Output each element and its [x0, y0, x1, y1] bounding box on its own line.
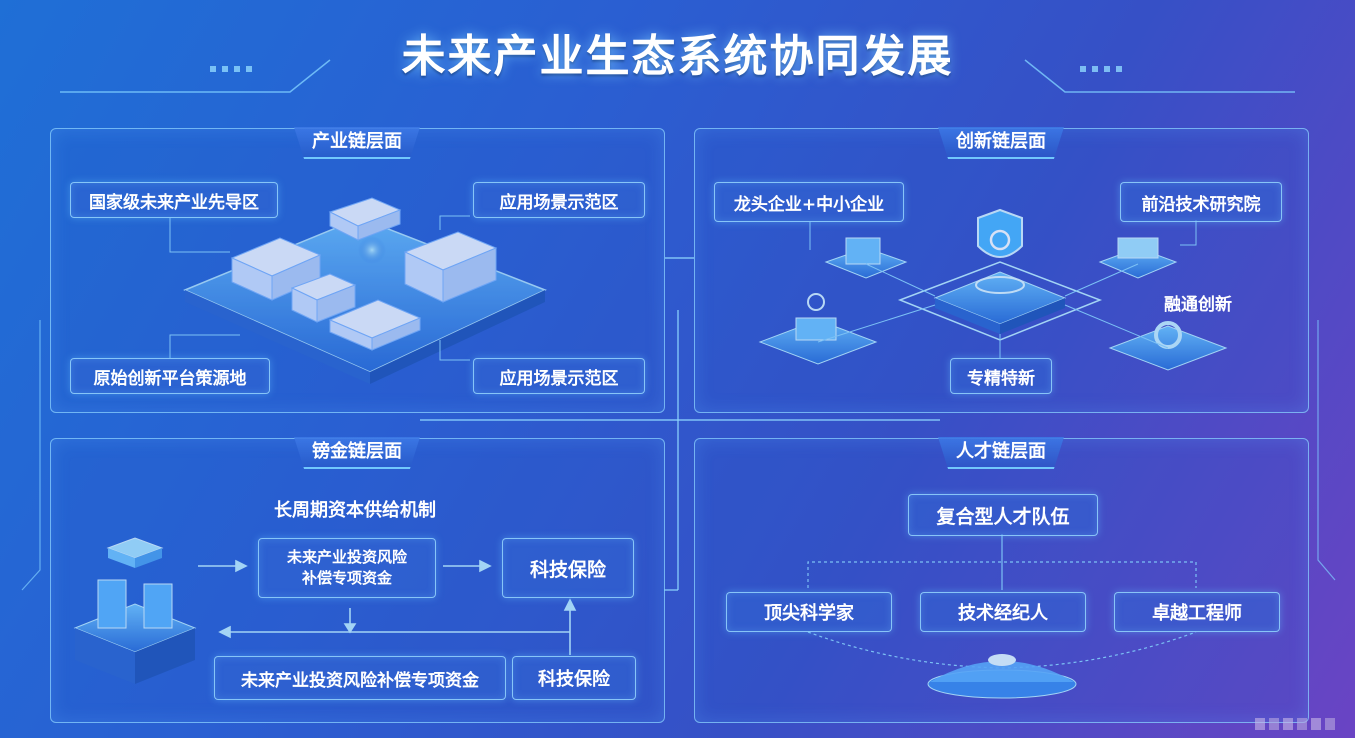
capital-stack-illustration [73, 537, 197, 684]
talent-item-tech-brokers: 技术经纪人 [920, 592, 1086, 632]
panel-talent: 人才链层面 [694, 437, 1309, 723]
panel-title: 产业链层面 [294, 127, 420, 159]
talent-item-scientists: 顶尖科学家 [726, 592, 892, 632]
industry-item-pilot-zone: 国家级未来产业先导区 [70, 182, 278, 218]
talent-team-box: 复合型人才队伍 [908, 494, 1098, 536]
innovation-item-enterprises: 龙头企业+中小企业 [714, 182, 904, 222]
panel-title: 创新链层面 [938, 127, 1064, 159]
innovation-label-integration: 融通创新 [1164, 295, 1232, 315]
industry-item-innovation-source: 原始创新平台策源地 [70, 358, 270, 394]
capital-fund-box: 未来产业投资风险 补偿专项资金 [258, 538, 436, 598]
capital-subtitle: 长周期资本供给机制 [274, 500, 436, 521]
capital-fund-long-box: 未来产业投资风险补偿专项资金 [214, 656, 506, 700]
watermark-mark [1255, 718, 1335, 730]
talent-item-engineers: 卓越工程师 [1114, 592, 1280, 632]
talent-podium-illustration [927, 654, 1077, 699]
industry-item-demo-zone-1: 应用场景示范区 [473, 182, 645, 218]
innovation-item-research-institute: 前沿技术研究院 [1120, 182, 1282, 222]
industry-park-illustration [183, 197, 547, 384]
panel-title: 人才链层面 [938, 437, 1064, 469]
innovation-network-illustration [758, 208, 1228, 371]
innovation-item-specialized: 专精特新 [950, 358, 1052, 394]
panel-title: 镑金链层面 [294, 437, 420, 469]
industry-item-demo-zone-2: 应用场景示范区 [473, 358, 645, 394]
page-title: 未来产业生态系统协同发展 [401, 31, 954, 82]
capital-insurance-box-2: 科技保险 [512, 656, 636, 700]
capital-insurance-box-1: 科技保险 [502, 538, 634, 598]
